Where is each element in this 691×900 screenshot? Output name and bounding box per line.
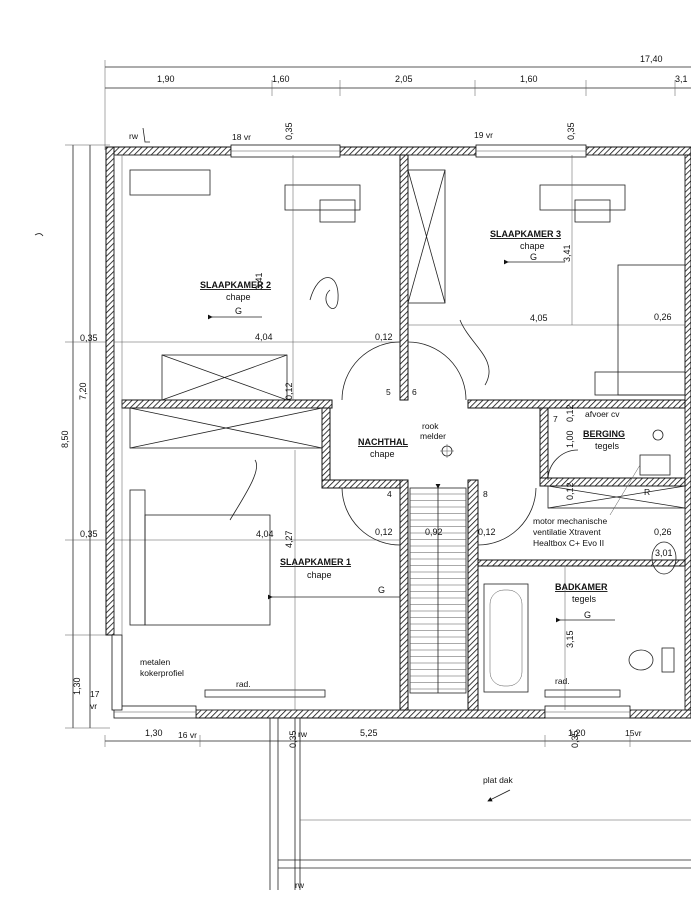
dim-berging: 1,00 [565, 430, 575, 448]
window-17-vr: vr [90, 701, 97, 711]
door-number-6: 6 [412, 387, 417, 397]
vent-line-2: ventilatie Xtravent [533, 527, 601, 537]
room-name-hall: NACHTHAL [358, 437, 408, 447]
metal-profile-note: metalen kokerprofiel [140, 657, 184, 678]
door-number-5: 5 [386, 387, 391, 397]
vent-line-1: motor mechanische [533, 516, 607, 526]
window-19: 19 vr [474, 130, 493, 140]
top-dimensions: 17,40 3,1 1,90 1,60 2,05 1,60 [104, 54, 691, 150]
dim-hall-wall-3: 0,12 [375, 527, 393, 537]
dim-sk2-width: 4,04 [255, 332, 273, 342]
dim-overall: 17,40 [640, 54, 663, 64]
rw-label-bottom: rw [298, 729, 308, 739]
dim-berging-wall: 0,12 [565, 404, 575, 422]
windows: 18 vr 19 vr 16 vr 15vr 17 vr rw rw rw [90, 130, 642, 890]
dim-hall-wall-4: 0,12 [478, 527, 496, 537]
dim-left-bottom: 1,30 [72, 677, 82, 695]
dim-left-total: 8,50 [60, 430, 70, 448]
room-bad: BADKAMER tegels G [555, 582, 615, 623]
dim-top-wall-left: 0,35 [284, 122, 294, 140]
vent-line-3: Healtbox C+ Evo II [533, 538, 604, 548]
door-number-4: 4 [387, 489, 392, 499]
shafts [129, 169, 686, 509]
room-g-bad: G [584, 610, 591, 620]
dim-bottom-3: 1,20 [568, 728, 586, 738]
dim-left-wall-b: 0,35 [80, 529, 98, 539]
radiator-left-label: rad. [236, 679, 251, 689]
dim-bottom-1: 1,30 [145, 728, 163, 738]
staircase [409, 484, 467, 694]
dim-sk3-height: 3,41 [562, 244, 572, 262]
dim-top-3: 2,05 [395, 74, 413, 84]
inner-dimensions: 3,41 4,04 3,41 4,05 4,04 4,27 0,12 0,12 … [254, 155, 673, 710]
doors [341, 341, 579, 546]
inner-walls [114, 154, 686, 711]
dim-left-wall-a: 0,35 [80, 333, 98, 343]
dim-bad-width: 3,01 [655, 548, 673, 558]
room-sk2: SLAAPKAMER 2 chape G [200, 280, 271, 320]
ventilation-note: motor mechanische ventilatie Xtravent He… [533, 464, 641, 548]
room-finish-sk2: chape [226, 292, 251, 302]
room-berging: BERGING tegels afvoer cv R [583, 409, 650, 497]
metal-line-1: metalen [140, 657, 171, 667]
room-name-sk1: SLAAPKAMER 1 [280, 557, 351, 567]
dim-right-wall-1: 0,26 [654, 312, 672, 322]
window-17-num: 17 [90, 689, 100, 699]
dim-sk2-height: 3,41 [254, 272, 264, 290]
room-finish-hall: chape [370, 449, 395, 459]
room-name-sk2: SLAAPKAMER 2 [200, 280, 271, 290]
room-finish-bad: tegels [572, 594, 597, 604]
radiators: rad. rad. [204, 676, 621, 698]
dim-bottom-wall-right: 0,35 [570, 730, 580, 748]
r-mark: R [644, 487, 650, 497]
radiator-right-label: rad. [555, 676, 570, 686]
flat-roof: plat dak [269, 718, 691, 890]
dim-top-1: 1,90 [157, 74, 175, 84]
bottom-dimensions: 1,30 5,25 1,20 [104, 728, 691, 747]
room-finish-berging: tegels [595, 441, 620, 451]
dim-stair-wall: 0,12 [565, 482, 575, 500]
dim-overall-cut: 3,1 [675, 74, 688, 84]
dim-sk3-width: 4,05 [530, 313, 548, 323]
rook-label: rook [422, 421, 439, 431]
room-sk3: SLAAPKAMER 3 chape G [490, 229, 565, 265]
flat-roof-label: plat dak [483, 775, 514, 785]
room-g-sk2: G [235, 306, 242, 316]
dim-sk1-width: 4,04 [256, 529, 274, 539]
left-dimensions: 8,50 7,20 0,35 0,35 1,30 [60, 144, 110, 729]
window-16: 16 vr [178, 730, 197, 740]
dim-sk1-height: 4,27 [284, 530, 294, 548]
dim-top-4: 1,60 [520, 74, 538, 84]
afvoer-label: afvoer cv [585, 409, 620, 419]
room-hall: NACHTHAL chape rook melder [358, 421, 454, 459]
dim-top-wall-right: 0,35 [566, 122, 576, 140]
hand-sketches [34, 127, 490, 521]
door-number-7: 7 [553, 414, 558, 424]
metal-line-2: kokerprofiel [140, 668, 184, 678]
room-name-berging: BERGING [583, 429, 625, 439]
room-g-sk1: G [378, 585, 385, 595]
dim-bottom-2: 5,25 [360, 728, 378, 738]
dim-bad-height: 3,15 [565, 630, 575, 648]
room-name-bad: BADKAMER [555, 582, 608, 592]
room-g-sk3: G [530, 252, 537, 262]
dim-hall-wall-2: 0,12 [284, 382, 294, 400]
dim-hall-wall-1: 0,12 [375, 332, 393, 342]
window-18: 18 vr [232, 132, 251, 142]
room-finish-sk3: chape [520, 241, 545, 251]
dim-bottom-wall-left: 0,35 [288, 730, 298, 748]
dim-stair-width: 0,92 [425, 527, 443, 537]
melder-label: melder [420, 431, 446, 441]
room-finish-sk1: chape [307, 570, 332, 580]
dim-top-2: 1,60 [272, 74, 290, 84]
dim-left-inner: 7,20 [78, 382, 88, 400]
rw-label-top: rw [129, 131, 139, 141]
door-number-8: 8 [483, 489, 488, 499]
room-name-sk3: SLAAPKAMER 3 [490, 229, 561, 239]
window-15: 15vr [625, 728, 642, 738]
dim-right-wall-2: 0,26 [654, 527, 672, 537]
room-sk1: SLAAPKAMER 1 chape G [268, 557, 400, 600]
